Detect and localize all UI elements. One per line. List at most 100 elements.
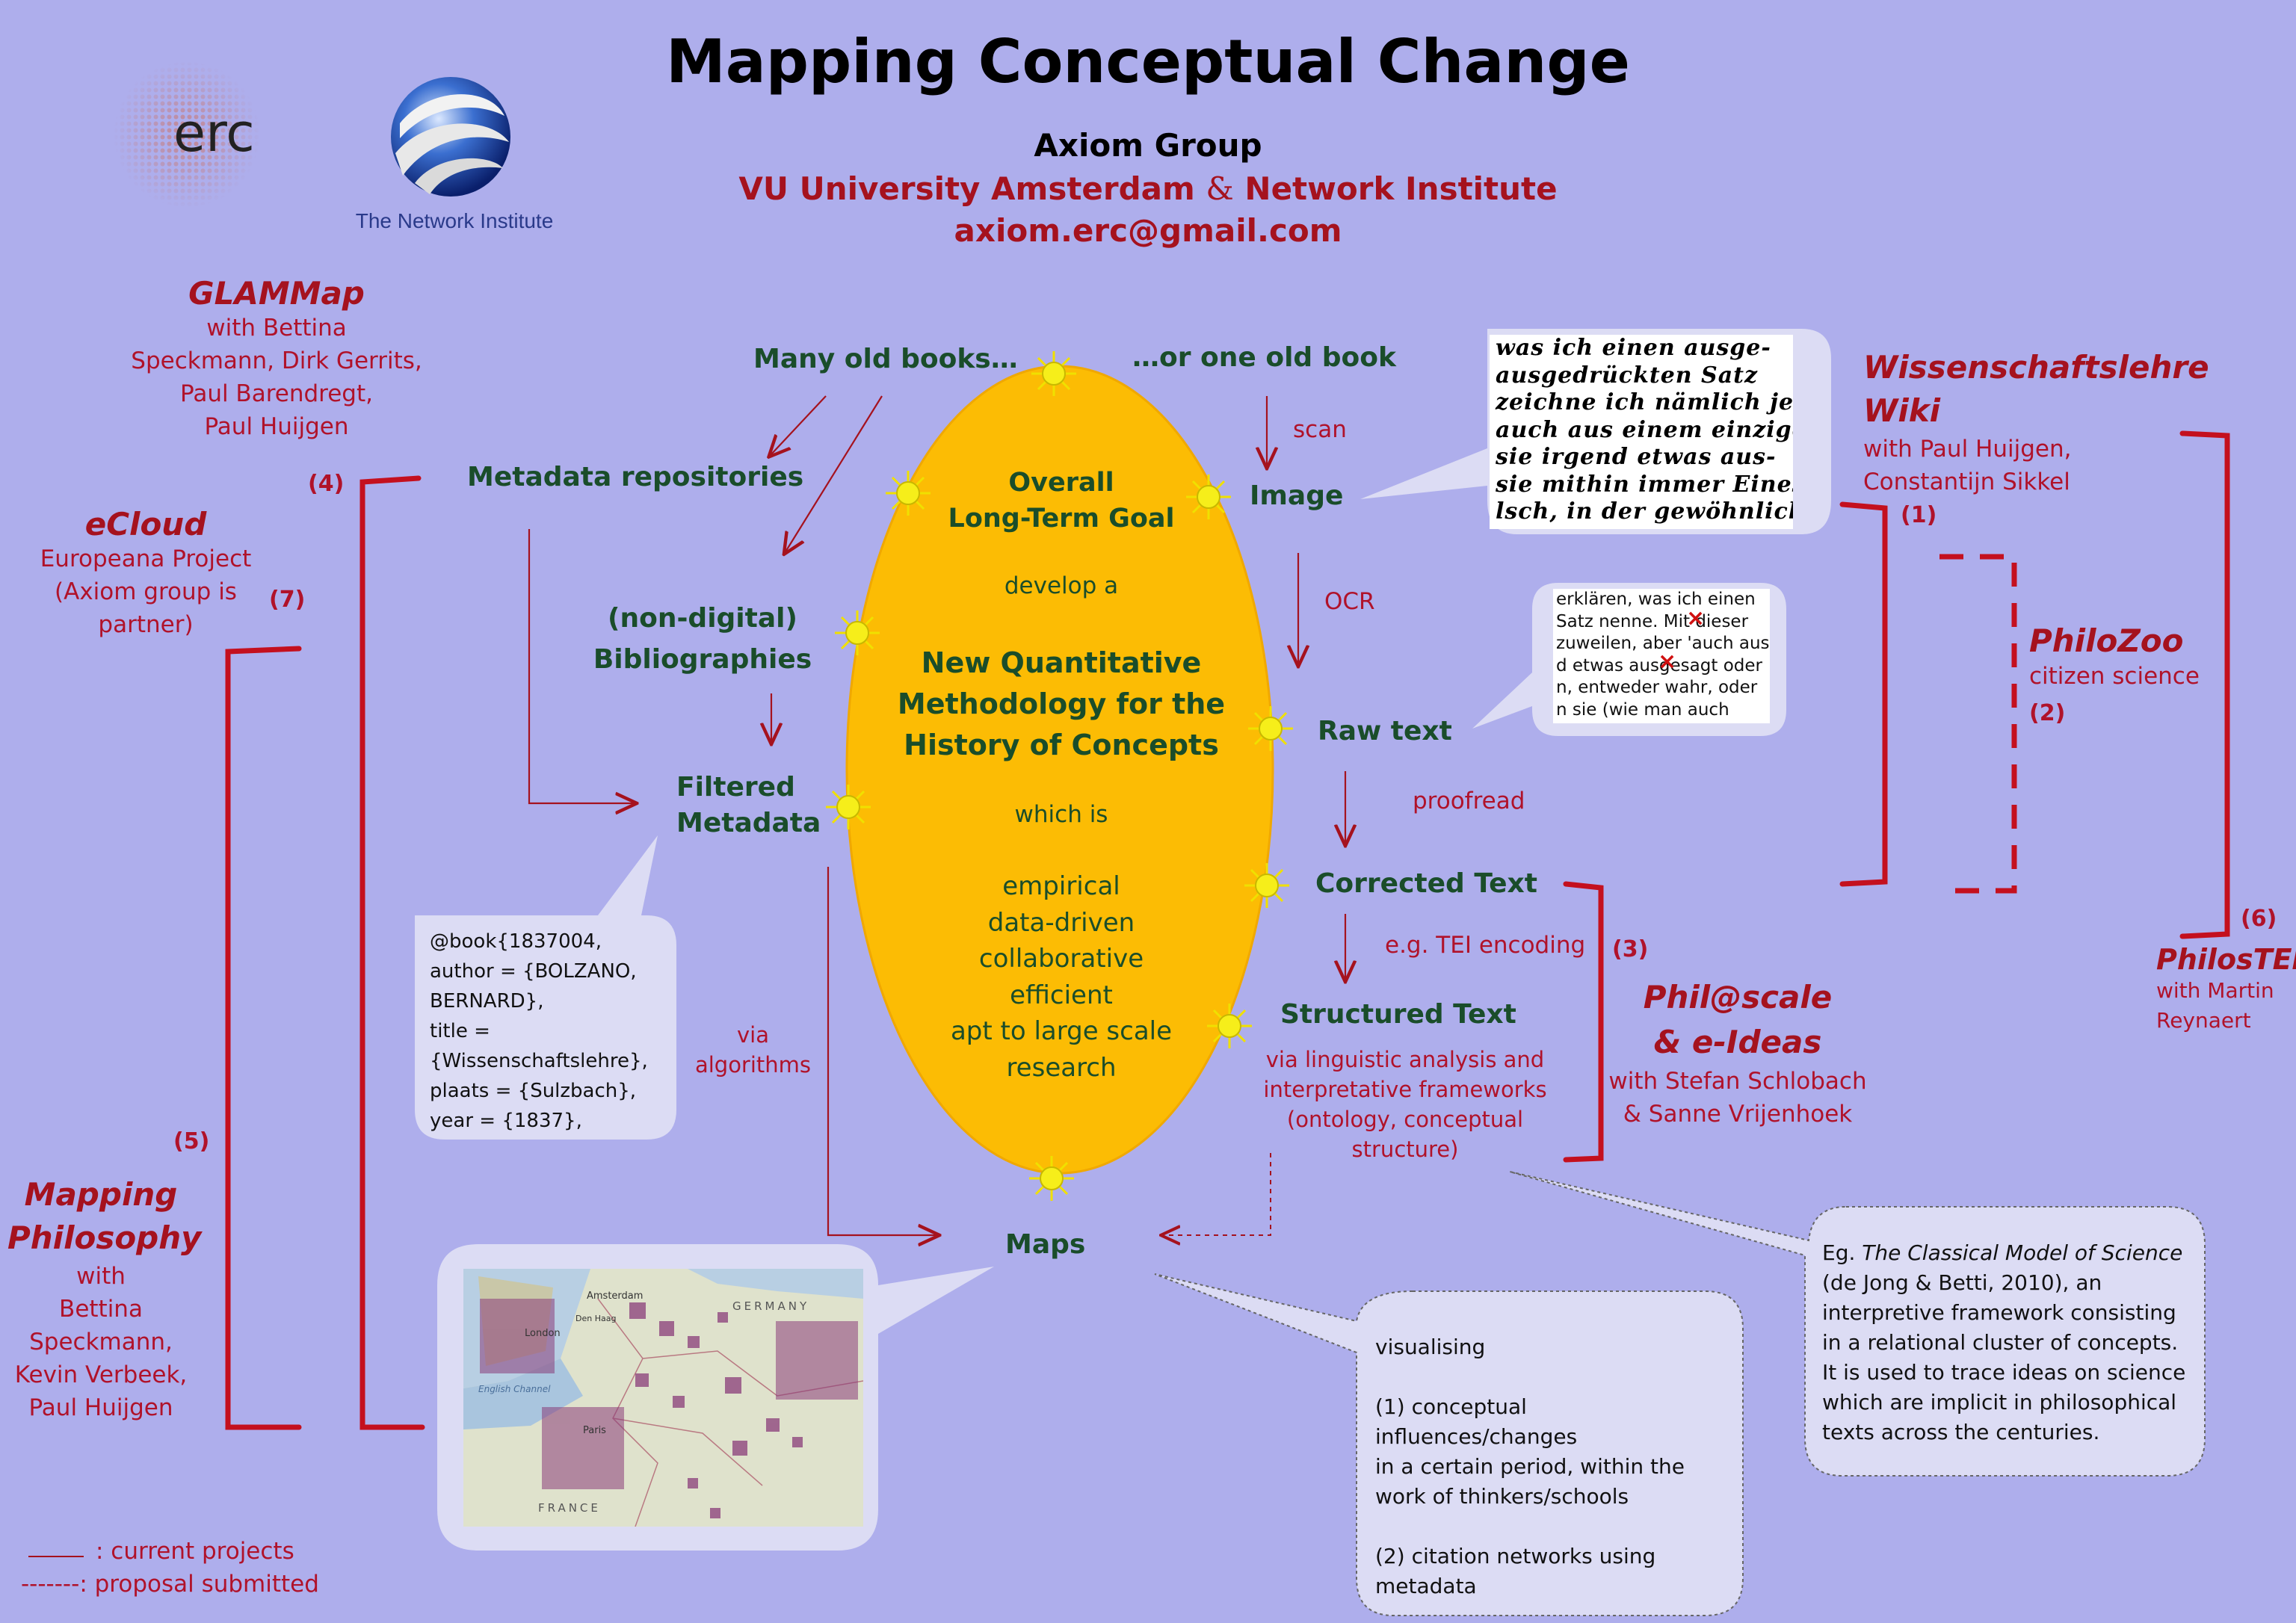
map-label-france: FRANCE <box>538 1501 601 1515</box>
ocr-line: zuweilen, aber 'auch aus <box>1556 634 1770 653</box>
map-label-london: London <box>525 1328 561 1339</box>
page-title: Mapping Conceptual Change <box>666 27 1630 96</box>
philscale-members: with Stefan Schlobach & Sanne Vrijenhoek <box>1599 1065 1876 1131</box>
europe-map-image: London Amsterdam Paris FRANCE GERMANY En… <box>463 1269 863 1527</box>
mapping-name-line-1: Mapping <box>24 1176 178 1213</box>
bibtex-snippet: @book{1837004, author = {BOLZANO, BERNAR… <box>430 927 669 1136</box>
classical-title-line: Eg. The Classical Model of Science <box>1822 1238 2196 1268</box>
philostei-number: (6) <box>2241 906 2277 932</box>
bibliographies-line-1: (non-digital) <box>608 603 797 634</box>
ecloud-name: eCloud <box>84 506 207 542</box>
sun-icon <box>1244 863 1289 908</box>
fraktur-scan-image: was ich einen ausge- ausgedrückten Satz … <box>1490 335 1793 529</box>
map-label-den-haag: Den Haag <box>575 1314 616 1323</box>
member-line: Speckmann, Dirk Gerrits, <box>131 347 422 374</box>
ocr-line: erklären, was ich einen <box>1556 590 1756 609</box>
project-ecloud: eCloud Europeana Project (Axiom group is… <box>30 506 262 641</box>
sun-icon <box>835 610 880 655</box>
bibtex-bubble <box>415 835 676 1140</box>
mapping-members: with Bettina Speckmann, Kevin Verbeek, P… <box>7 1260 194 1424</box>
member-line: Paul Huijgen <box>204 413 349 440</box>
filtered-line-2: Metadata <box>676 808 821 838</box>
network-institute-label: The Network Institute <box>355 209 554 232</box>
member-line: Constantijn Sikkel <box>1863 469 2070 495</box>
quality-item: collaborative <box>978 944 1144 974</box>
mapping-name-line-2: Philosophy <box>7 1219 202 1256</box>
visual-line: in a certain period, within the <box>1375 1454 1685 1479</box>
legend-current-projects: : current projects <box>96 1538 294 1565</box>
project-philscale: Phil@scale & e-Ideas with Stefan Schloba… <box>1599 975 1876 1131</box>
classical-line: which are implicit in philosophical <box>1822 1390 2177 1415</box>
project-mapping-philosophy: Mapping Philosophy with Bettina Speckman… <box>7 1173 202 1424</box>
group-name: Axiom Group <box>1034 127 1262 164</box>
member-line: Paul Barendregt, <box>180 380 373 407</box>
erc-logo-text: erc <box>173 102 255 164</box>
methodology-text: New Quantitative Methodology for the His… <box>867 643 1256 766</box>
bib-line: BERNARD}, <box>430 990 544 1013</box>
member-line: Reynaert <box>2156 1008 2251 1033</box>
structured-sub-line: via linguistic analysis and <box>1265 1047 1545 1072</box>
ecloud-details: Europeana Project (Axiom group is partne… <box>30 542 262 641</box>
member-line: Speckmann, <box>29 1329 173 1355</box>
mapping-number: (5) <box>173 1128 210 1154</box>
node-raw-text: Raw text <box>1318 716 1452 746</box>
classical-line: interpretive framework consisting <box>1822 1300 2176 1325</box>
fraktur-line: was ich einen ausge- <box>1496 335 1771 361</box>
fraktur-line: auch aus einem einzigen <box>1496 416 1793 443</box>
ecloud-number: (7) <box>269 587 306 613</box>
structured-text-subtitle: via linguistic analysis and interpretati… <box>1256 1045 1555 1164</box>
ocr-line: d etwas ausgesagt oder <box>1556 655 1762 676</box>
map-label-amsterdam: Amsterdam <box>587 1290 643 1302</box>
map-label-channel: English Channel <box>478 1384 551 1394</box>
visualising-bubble <box>1154 1273 1744 1616</box>
visual-line: work of thinkers/schools <box>1375 1484 1629 1509</box>
classical-title: The Classical Model of Science <box>1862 1240 2183 1265</box>
visual-spacer <box>1375 1362 1734 1392</box>
visual-line: (2) citation networks using <box>1375 1544 1656 1568</box>
classical-line: in a relational cluster of concepts. <box>1822 1330 2179 1355</box>
philscale-name-line-1: Phil@scale <box>1643 979 1833 1015</box>
quality-item: empirical <box>1002 871 1120 901</box>
email-link[interactable]: axiom.erc@gmail.com <box>954 212 1342 249</box>
classical-model-bubble <box>1509 1171 2206 1477</box>
ecloud-line: partner) <box>98 611 194 638</box>
flow-arrows <box>528 395 1345 1235</box>
structured-sub-line: structure) <box>1351 1137 1459 1162</box>
philostei-members: with Martin Reynaert <box>2156 976 2296 1036</box>
bib-line: @book{1837004, <box>430 930 602 953</box>
sun-icon <box>826 785 871 829</box>
philozoo-name: PhiloZoo <box>2029 622 2184 659</box>
member-line: with Stefan Schlobach <box>1608 1068 1867 1095</box>
member-line: with <box>76 1263 126 1290</box>
classical-model-text: Eg. The Classical Model of Science (de J… <box>1822 1238 2196 1447</box>
fraktur-line: lsch, in der gewöhnlichen <box>1496 498 1793 525</box>
wiki-name-line-2: Wiki <box>1863 392 1941 429</box>
member-line: & Sanne Vrijenhoek <box>1623 1101 1853 1128</box>
method-line-3: History of Concepts <box>904 729 1219 761</box>
node-filtered-metadata: Filtered Metadata <box>676 770 821 841</box>
map-label-germany: GERMANY <box>732 1299 809 1313</box>
ecloud-line: (Axiom group is <box>55 578 237 605</box>
classical-prefix: Eg. <box>1822 1240 1863 1265</box>
bib-line: plaats = {Sulzbach}, <box>430 1080 637 1102</box>
glammap-name: GLAMMap <box>188 275 365 312</box>
structured-sub-line: interpretative frameworks <box>1263 1077 1547 1102</box>
sun-icon <box>1186 474 1231 519</box>
label-proofread: proofread <box>1413 788 1525 814</box>
label-via-algorithms: via algorithms <box>688 1020 818 1080</box>
member-line: with Bettina <box>206 315 347 341</box>
philscale-name-line-2: & e-Ideas <box>1653 1024 1822 1060</box>
member-line: Kevin Verbeek, <box>14 1361 188 1388</box>
error-mark-icon: × <box>1658 649 1677 675</box>
wiki-name-line-1: Wissenschaftslehre <box>1863 349 2209 386</box>
error-mark-icon: × <box>1686 605 1706 631</box>
filtered-line-1: Filtered <box>676 772 795 803</box>
label-ocr: OCR <box>1324 588 1375 615</box>
node-many-old-books: Many old books… <box>753 344 1018 374</box>
wiki-members: with Paul Huijgen, Constantijn Sikkel <box>1863 433 2209 498</box>
philozoo-detail: citizen science <box>2029 663 2200 690</box>
bib-line: {Wissenschaftslehre}, <box>430 1050 648 1072</box>
goal-heading: Overall Long-Term Goal <box>889 465 1233 537</box>
institution-vu: VU University Amsterdam <box>738 170 1195 207</box>
erc-logo: erc <box>112 60 284 209</box>
